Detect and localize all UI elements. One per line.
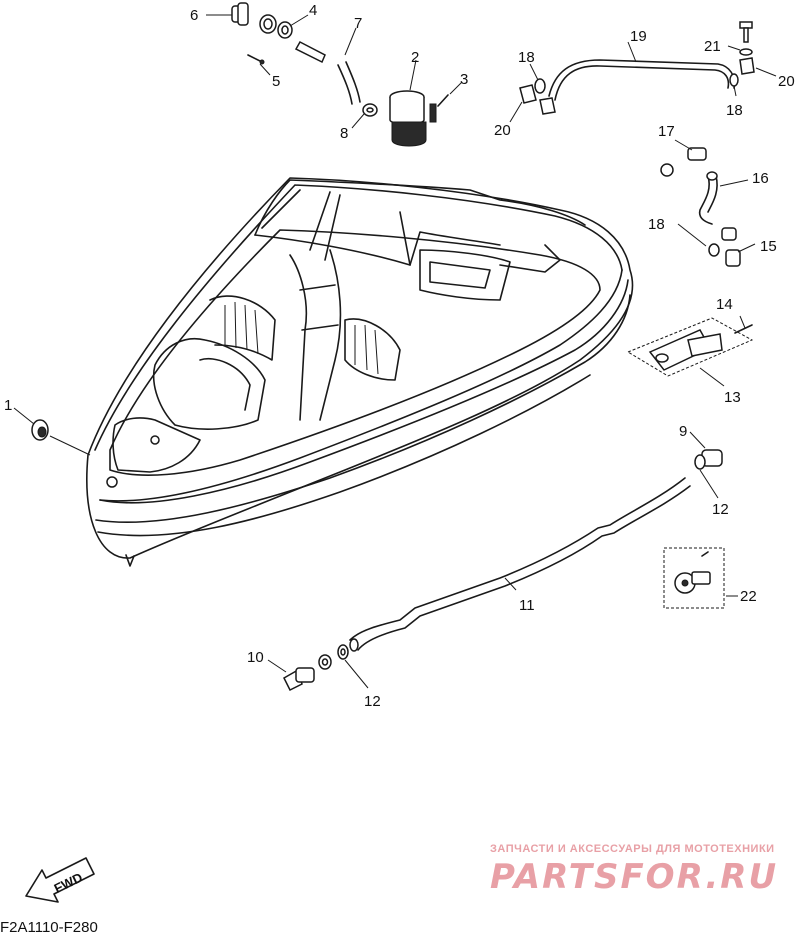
callout-13: 13	[724, 389, 741, 406]
part-17-fitting	[660, 147, 707, 177]
diagram-code: F2A1110-F280	[0, 919, 98, 935]
part-16-hose	[698, 171, 718, 225]
callout-20a: 20	[494, 122, 511, 139]
part-12-washer-b	[337, 644, 349, 660]
callout-19: 19	[630, 28, 647, 45]
callout-3: 3	[460, 71, 468, 88]
callout-18b: 18	[518, 49, 535, 66]
part-15-fitting	[708, 227, 741, 267]
callout-6: 6	[190, 7, 198, 24]
part-18-clamp-b	[729, 73, 739, 87]
callout-18c: 18	[726, 102, 743, 119]
part-1-plug	[31, 419, 49, 441]
part-19-hose	[548, 59, 736, 101]
leader-lines	[13, 14, 777, 689]
part-11-drain-tube	[349, 477, 691, 652]
callout-4: 4	[309, 2, 317, 19]
callout-18a: 18	[648, 216, 665, 233]
part-washer-ring	[259, 14, 277, 34]
callout-1: 1	[4, 397, 12, 414]
callout-14: 14	[716, 296, 733, 313]
callout-numbers: 1 2 3 4 5 6 7 8 9 10 11 12 12 13 14 15 1…	[4, 2, 795, 710]
part-20-fitting-a	[519, 84, 556, 115]
callout-7: 7	[354, 15, 362, 32]
part-14-screw	[734, 324, 753, 334]
watermark-brand: PARTSFOR.RU	[490, 857, 778, 897]
part-7-hose	[294, 41, 361, 105]
part-20-fitting-b	[739, 57, 755, 75]
part-13-bracket	[626, 317, 754, 377]
callout-16: 16	[752, 170, 769, 187]
callout-22: 22	[740, 588, 757, 605]
boat-hull	[86, 177, 634, 567]
part-10-plug	[283, 667, 315, 692]
callout-21: 21	[704, 38, 721, 55]
callout-15: 15	[760, 238, 777, 255]
part-3-screw	[437, 94, 449, 107]
part-6-plug	[231, 2, 249, 26]
callout-17: 17	[658, 123, 675, 140]
callout-20b: 20	[778, 73, 795, 90]
watermark-tagline: ЗАПЧАСТИ И АКСЕССУАРЫ ДЛЯ МОТОТЕХНИКИ	[490, 843, 775, 855]
part-8-clamp	[362, 103, 378, 117]
part-2-bilge-pump	[389, 90, 437, 147]
callout-8: 8	[340, 125, 348, 142]
part-12-washer-a	[318, 654, 332, 670]
fwd-arrow-icon: FWD	[25, 857, 95, 903]
callout-5: 5	[272, 73, 280, 90]
callout-2: 2	[411, 49, 419, 66]
callout-9: 9	[679, 423, 687, 440]
watermark: ЗАПЧАСТИ И АКСЕССУАРЫ ДЛЯ МОТОТЕХНИКИ PA…	[490, 843, 778, 897]
part-5-screw	[247, 54, 265, 65]
part-22-assembly	[663, 547, 725, 609]
callout-12b: 12	[364, 693, 381, 710]
callout-10: 10	[247, 649, 264, 666]
callout-12a: 12	[712, 501, 729, 518]
part-9-plug	[694, 449, 723, 470]
part-18-clamp-a	[534, 78, 546, 94]
callout-11: 11	[519, 597, 535, 614]
part-21-screw	[739, 21, 753, 56]
part-4-clamp	[277, 21, 293, 39]
